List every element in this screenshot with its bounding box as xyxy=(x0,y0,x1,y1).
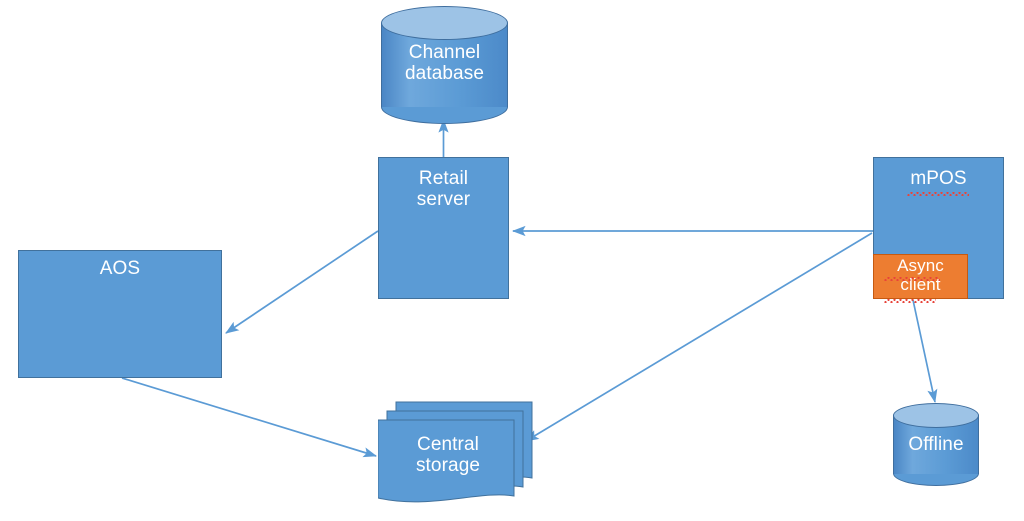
cylinder-top xyxy=(893,403,979,428)
cylinder-top xyxy=(381,6,508,40)
connector-aos-to-central-storage xyxy=(121,377,377,458)
connector-retail-to-aos xyxy=(225,230,379,334)
connector-mpos-to-central-storage xyxy=(525,232,873,442)
node-retail-server[interactable] xyxy=(378,157,509,299)
node-central-storage[interactable] xyxy=(378,400,533,510)
node-channel-database[interactable] xyxy=(381,6,508,124)
node-aos[interactable] xyxy=(18,250,222,378)
connector-async-client-to-offline xyxy=(912,299,938,403)
node-offline[interactable] xyxy=(893,403,979,486)
central-storage-layer-front xyxy=(378,419,515,503)
node-async-client[interactable] xyxy=(873,254,968,299)
